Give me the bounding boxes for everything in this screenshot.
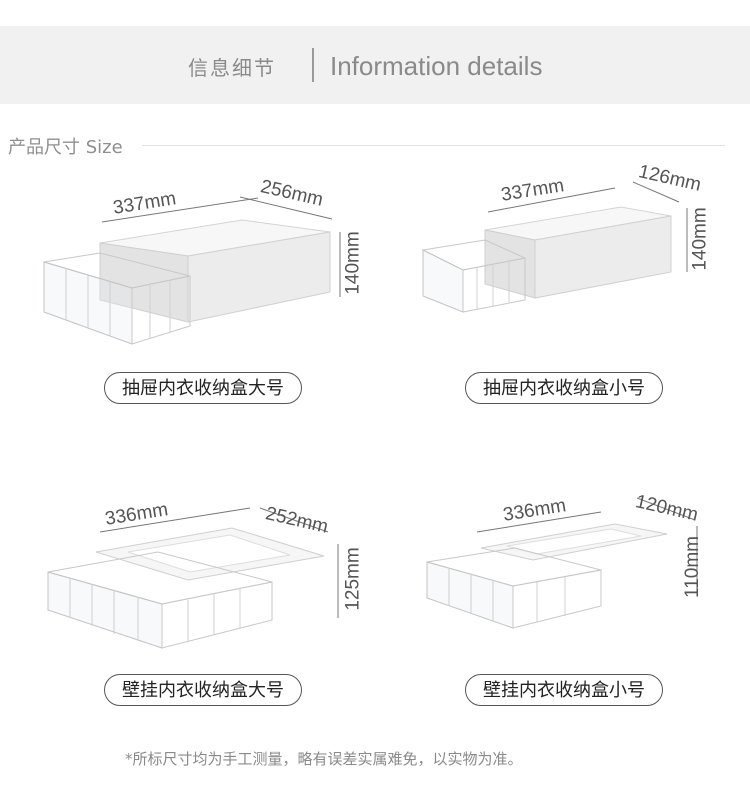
wall-large-illustration — [47, 507, 339, 649]
drawer-large-name-pill: 抽屉内衣收纳盒大号 — [104, 372, 302, 404]
product-drawer-small: 337mm 126mm 140mm 抽屉内衣收纳盒小号 — [375, 0, 750, 420]
section-title: 产品尺寸 Size — [8, 137, 123, 158]
drawer-small-height-label: 140mm — [689, 207, 711, 271]
drawer-small-illustration — [421, 181, 688, 313]
drawer-large-illustration — [43, 196, 341, 345]
header-title-en: Information details — [330, 51, 543, 81]
wall-small-height-label: 110mm — [681, 536, 703, 598]
product-wall-small: 336mm 120mm 110mm 壁挂内衣收纳盒小号 — [375, 420, 750, 791]
drawer-small-name-pill: 抽屉内衣收纳盒小号 — [465, 372, 663, 404]
wall-small-name-pill: 壁挂内衣收纳盒小号 — [465, 674, 663, 706]
product-drawer-large: 337mm 256mm 140mm 抽屉内衣收纳盒大号 — [0, 0, 375, 420]
section-divider — [142, 145, 725, 146]
wall-large-name-pill: 壁挂内衣收纳盒大号 — [104, 674, 302, 706]
header-band — [0, 26, 750, 104]
header-title-cn: 信息细节 — [188, 56, 276, 80]
wall-large-height-label: 125mm — [342, 547, 364, 611]
wall-small-illustration — [426, 497, 698, 629]
footnote: *所标尺寸均为手工测量，略有误差实属难免，以实物为准。 — [125, 750, 523, 768]
header-divider — [312, 48, 314, 82]
product-wall-large: 336mm 252mm 125mm 壁挂内衣收纳盒大号 — [0, 420, 375, 791]
drawer-large-height-label: 140mm — [342, 231, 364, 295]
